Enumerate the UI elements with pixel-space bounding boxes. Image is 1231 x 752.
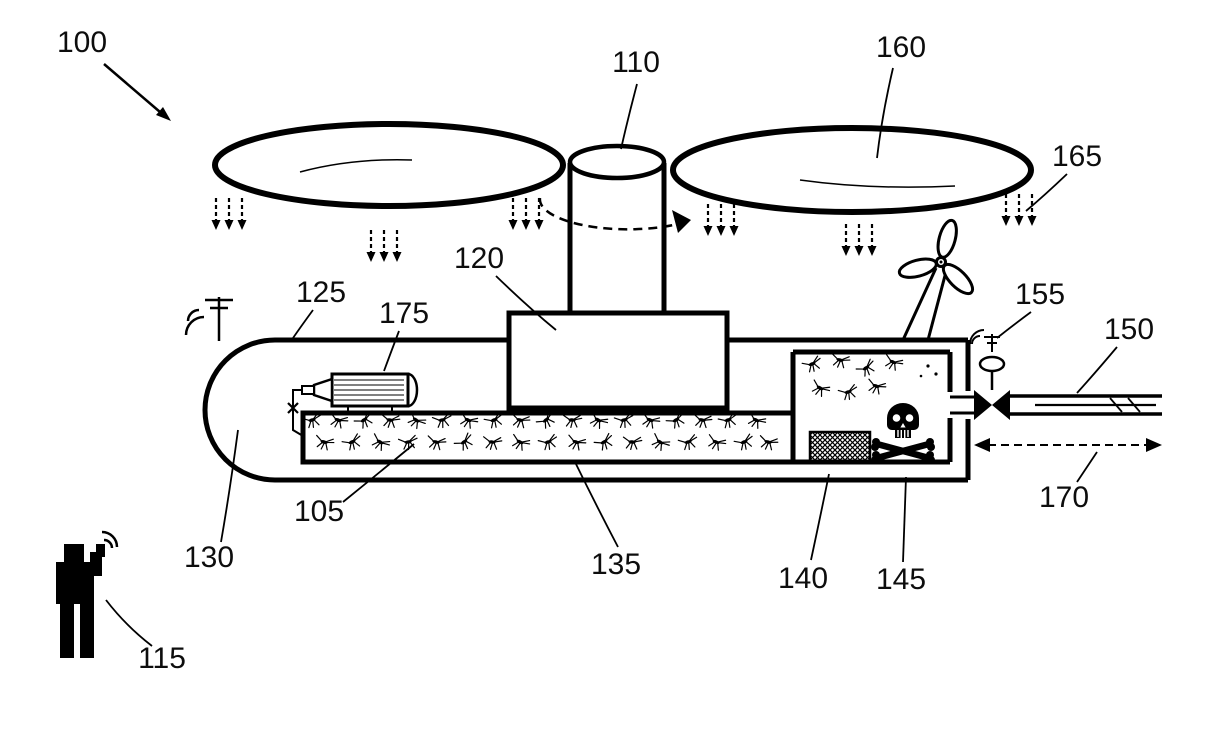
- down-arrow-icon: [715, 202, 727, 238]
- downdraft-arrows-cluster-5: [840, 222, 878, 258]
- main-rotor: [212, 121, 1034, 315]
- mosquito-icon: [801, 354, 825, 375]
- leader-145: [902, 476, 907, 563]
- downdraft-arrows-cluster-6: [1000, 192, 1038, 228]
- ref-label-155: 155: [1015, 278, 1065, 311]
- ref-label-115: 115: [138, 642, 186, 675]
- wireless-signal-icon: [101, 530, 119, 549]
- leader-125: [292, 309, 314, 339]
- tail-propeller: [897, 218, 975, 341]
- canister-feed-pipe: [287, 389, 304, 437]
- leader-135: [573, 459, 619, 548]
- pointer-arrow-100: [103, 63, 171, 121]
- mosquito-icon: [837, 383, 860, 403]
- blade-sheen-right: [799, 179, 956, 188]
- leader-lines: [105, 67, 1118, 647]
- leader-155: [996, 311, 1032, 339]
- leader-165: [1025, 173, 1068, 212]
- ref-label-150: 150: [1104, 313, 1154, 346]
- down-arrow-icon: [702, 202, 714, 238]
- leader-170: [1076, 451, 1098, 483]
- fuselage-nose: [202, 337, 276, 483]
- ref-label-135: 135: [591, 548, 641, 581]
- ref-label-170: 170: [1039, 481, 1089, 514]
- insect-swarm-chamber: [801, 351, 905, 403]
- ref-label-165: 165: [1052, 140, 1102, 173]
- mosquito-icon: [864, 377, 888, 397]
- wireless-signal-icon: [184, 308, 205, 336]
- ref-label-125: 125: [296, 276, 346, 309]
- valve-icon: [974, 390, 992, 420]
- down-arrow-icon: [533, 196, 545, 232]
- leader-110: [620, 83, 638, 150]
- leader-140: [810, 473, 830, 561]
- down-arrow-icon: [391, 228, 403, 264]
- ref-label-120: 120: [454, 242, 504, 275]
- downdraft-arrows-cluster-4: [702, 202, 740, 238]
- down-arrow-icon: [236, 196, 248, 232]
- rotor-blade-left: [212, 121, 566, 209]
- down-arrow-icon: [507, 196, 519, 232]
- aerosol-canister: [301, 372, 419, 415]
- valve-icon: [992, 390, 1010, 420]
- dispersal-tube: [1010, 394, 1162, 416]
- mosquito-icon: [807, 378, 832, 400]
- down-arrow-icon: [223, 196, 235, 232]
- ref-label-140: 140: [778, 562, 828, 595]
- down-arrow-icon: [365, 228, 377, 264]
- ref-label-130: 130: [184, 541, 234, 574]
- blade-sheen-left: [299, 159, 413, 173]
- valve-actuator: [978, 355, 1006, 373]
- down-arrow-icon: [520, 196, 532, 232]
- ref-label-145: 145: [876, 563, 926, 596]
- down-arrow-icon: [866, 222, 878, 258]
- mosquito-icon: [828, 351, 852, 371]
- downdraft-arrows-cluster-2: [365, 228, 403, 264]
- leader-105: [342, 443, 415, 503]
- leader-120: [495, 275, 557, 331]
- gearbox-housing: [506, 310, 730, 411]
- outlet-assembly: [950, 329, 1010, 420]
- hatched-block: [808, 430, 872, 464]
- ref-label-175: 175: [379, 297, 429, 330]
- downdraft-arrows-cluster-1: [210, 196, 248, 232]
- rotor-hub: [567, 143, 667, 181]
- pipe-valve-x-icon: [287, 402, 299, 414]
- downdraft-arrows-cluster-3: [507, 196, 545, 232]
- mosquito-icon: [854, 357, 879, 380]
- ref-label-110: 110: [612, 46, 660, 79]
- down-arrow-icon: [210, 196, 222, 232]
- down-arrow-icon: [378, 228, 390, 264]
- rotor-blade-right: [670, 125, 1034, 215]
- rotation-arrow: [538, 197, 691, 233]
- down-arrow-icon: [1026, 192, 1038, 228]
- mosquito-icon: [881, 352, 905, 374]
- leader-175: [383, 330, 400, 372]
- leader-115: [105, 599, 153, 647]
- leader-160: [876, 67, 894, 159]
- ref-label-100: 100: [57, 26, 107, 59]
- down-arrow-icon: [1000, 192, 1012, 228]
- ref-label-160: 160: [876, 31, 926, 64]
- fly-specks: [919, 364, 938, 378]
- down-arrow-icon: [1013, 192, 1025, 228]
- down-arrow-icon: [840, 222, 852, 258]
- operator-person-icon: [56, 530, 119, 658]
- leader-150: [1076, 346, 1118, 394]
- leader-130: [220, 429, 239, 543]
- left-antenna: [205, 297, 233, 341]
- down-arrow-icon: [728, 202, 740, 238]
- skull-crossbones-icon: [871, 403, 935, 464]
- wireless-signal-icon: [969, 329, 985, 345]
- range-arrow: [974, 438, 1162, 452]
- ref-label-105: 105: [294, 495, 344, 528]
- down-arrow-icon: [853, 222, 865, 258]
